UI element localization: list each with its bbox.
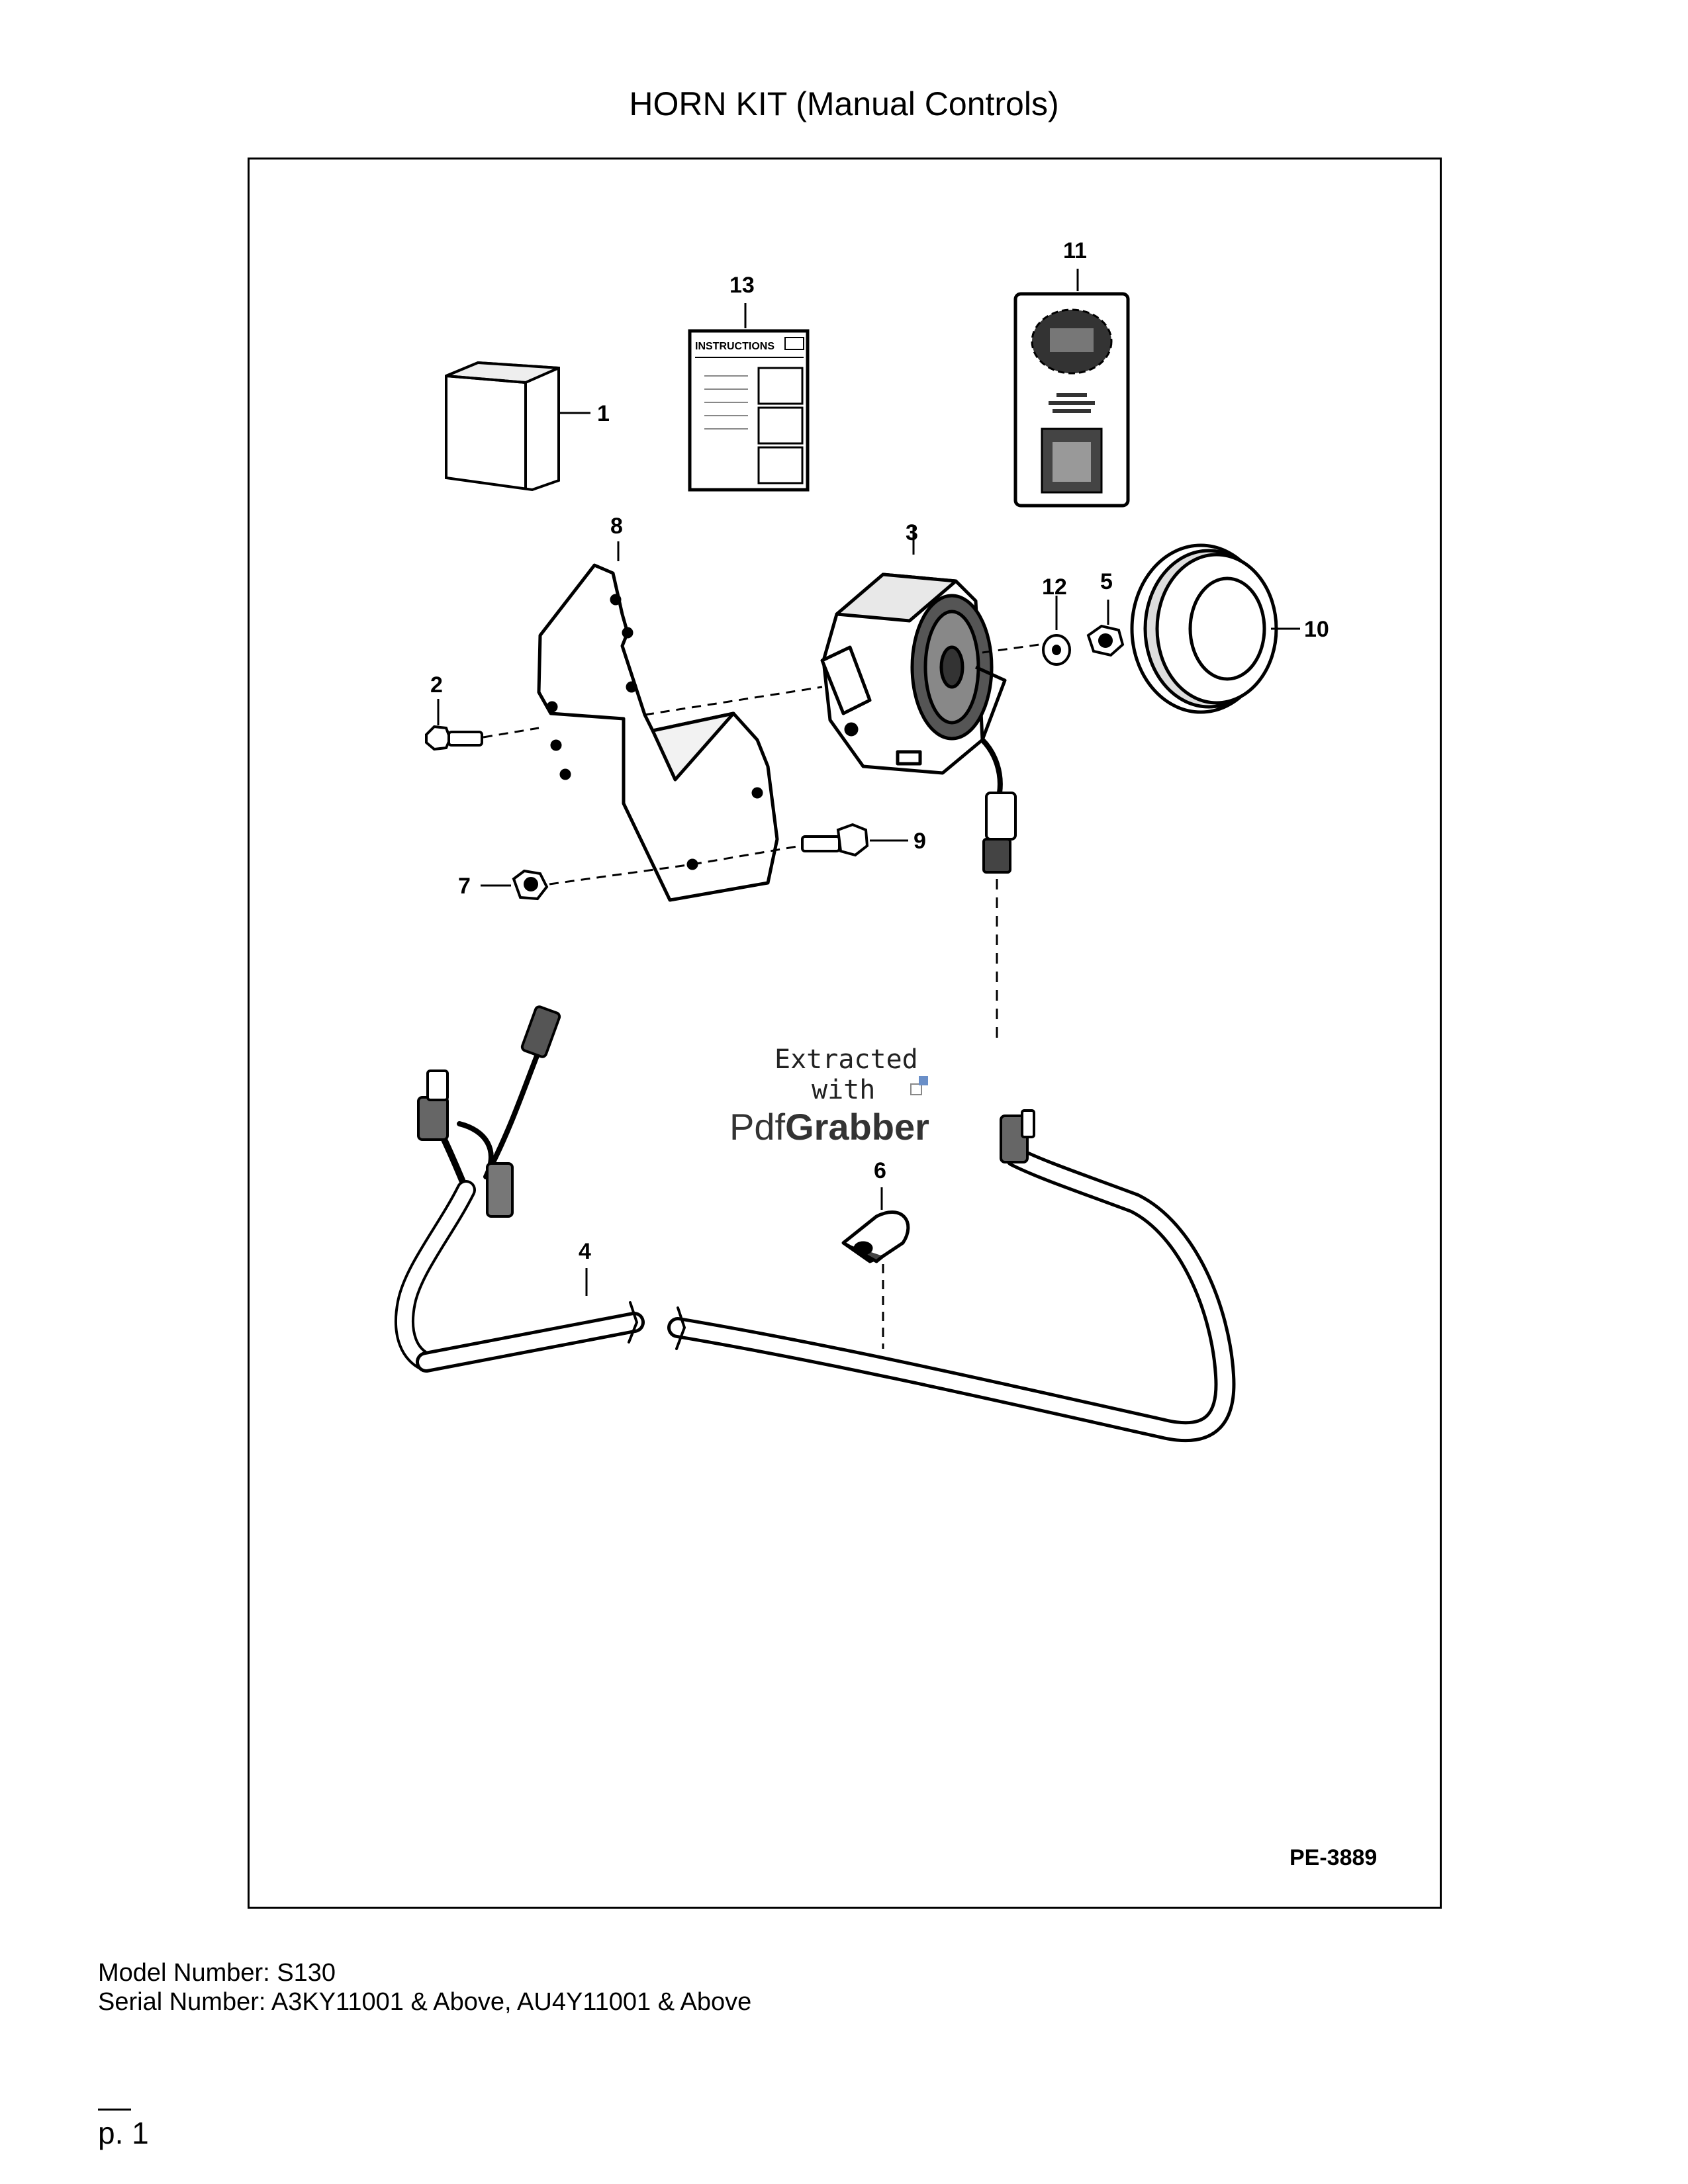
part-6-clamp [841, 1210, 910, 1263]
part-5-nut [1086, 624, 1125, 657]
callout-11: 11 [1063, 238, 1087, 263]
callout-10: 10 [1304, 617, 1329, 642]
part-8-bracket [537, 563, 779, 902]
part-3-horn [820, 572, 1007, 775]
watermark-line2: with [812, 1075, 875, 1105]
callout-5: 5 [1100, 569, 1113, 594]
harness-connectors [417, 1005, 1035, 1218]
watermark-brand-suffix: Grabber [785, 1106, 929, 1148]
part-1-relay [445, 361, 560, 492]
watermark-brand-prefix: Pdf [729, 1106, 785, 1148]
part-9-bolt [801, 823, 869, 857]
horn-lead-wire [980, 738, 1003, 794]
horn-connector [982, 792, 1017, 874]
part-13-instructions [688, 329, 810, 492]
pdfgrabber-logo-icon [910, 1076, 928, 1095]
part-4-harness [395, 1048, 1236, 1443]
figure-code: PE-3889 [1289, 1845, 1377, 1870]
part-11-decal [1013, 292, 1130, 508]
watermark-brand: PdfGrabber [729, 1106, 929, 1148]
callout-12: 12 [1042, 574, 1067, 600]
part-12-washer [1042, 634, 1071, 666]
watermark-line1: Extracted [774, 1044, 918, 1075]
part-7-nut [512, 869, 549, 901]
callout-7: 7 [458, 874, 471, 899]
svg-text:PdfGrabber: PdfGrabber [729, 1106, 929, 1148]
callout-2: 2 [430, 672, 443, 698]
serial-number: Serial Number: A3KY11001 & Above, AU4Y11… [98, 1988, 752, 2016]
figure-frame [248, 158, 1442, 1909]
exploded-parts-diagram: 1 INSTRUCTIONS 13 11 [395, 238, 1377, 1870]
instructions-label: INSTRUCTIONS [695, 341, 774, 352]
page-rule [98, 2109, 131, 2111]
callout-8: 8 [610, 514, 623, 539]
part-2-bolt [425, 725, 483, 751]
model-number: Model Number: S130 [98, 1959, 336, 1987]
callout-4: 4 [579, 1239, 591, 1264]
callout-13: 13 [729, 273, 755, 298]
callout-6: 6 [874, 1158, 886, 1183]
callout-9: 9 [914, 829, 926, 854]
callout-3: 3 [906, 520, 918, 545]
page-title: HORN KIT (Manual Controls) [629, 85, 1059, 122]
page-number: p. 1 [98, 2116, 149, 2150]
part-10-grommet [1130, 543, 1278, 714]
callout-1: 1 [597, 401, 610, 426]
